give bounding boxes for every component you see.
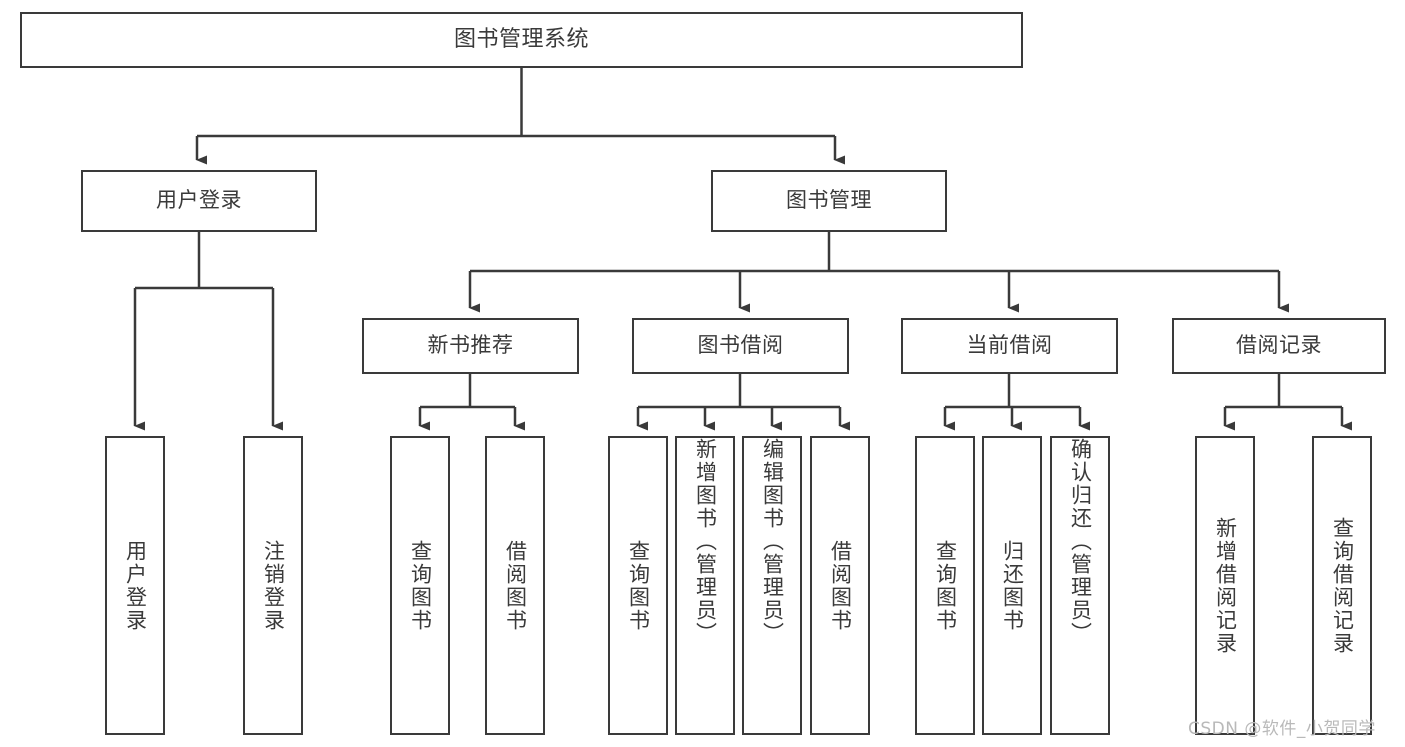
node-leaf-query-book-2[interactable]: 查询图书 (608, 436, 668, 735)
leaf-inner: 查询借阅记录 (1314, 438, 1370, 733)
node-leaf-query-book-1-label: 查询图书 (408, 539, 433, 632)
node-leaf-add-record-label: 新增借阅记录 (1213, 516, 1238, 655)
node-leaf-return-book[interactable]: 归还图书 (982, 436, 1042, 735)
leaf-inner: 编辑图书（管理员） (744, 438, 800, 733)
leaf-inner: 注销登录 (245, 438, 301, 733)
node-leaf-add-book[interactable]: 新增图书（管理员） (675, 436, 735, 735)
node-leaf-confirm-return-label: 确认归还（管理员） (1068, 438, 1093, 645)
node-leaf-query-book-2-label: 查询图书 (626, 539, 651, 632)
node-leaf-borrow-book-1[interactable]: 借阅图书 (485, 436, 545, 735)
node-leaf-query-book-3[interactable]: 查询图书 (915, 436, 975, 735)
leaf-inner: 新增图书（管理员） (677, 438, 733, 733)
node-leaf-user-logout[interactable]: 注销登录 (243, 436, 303, 735)
leaf-inner: 用户登录 (107, 438, 163, 733)
leaf-inner: 查询图书 (917, 438, 973, 733)
leaf-inner: 借阅图书 (812, 438, 868, 733)
node-book-borrow[interactable]: 图书借阅 (632, 318, 849, 374)
node-leaf-query-record[interactable]: 查询借阅记录 (1312, 436, 1372, 735)
node-borrow-record-label: 借阅记录 (1236, 333, 1322, 358)
leaf-inner: 借阅图书 (487, 438, 543, 733)
node-book-manage-label: 图书管理 (786, 188, 872, 213)
node-leaf-query-record-label: 查询借阅记录 (1330, 516, 1355, 655)
node-leaf-add-record[interactable]: 新增借阅记录 (1195, 436, 1255, 735)
leaf-inner: 确认归还（管理员） (1052, 438, 1108, 733)
node-leaf-add-book-label: 新增图书（管理员） (693, 438, 718, 645)
node-leaf-confirm-return[interactable]: 确认归还（管理员） (1050, 436, 1110, 735)
node-root-label: 图书管理系统 (453, 26, 589, 52)
node-leaf-borrow-book-2-label: 借阅图书 (828, 539, 853, 632)
node-new-book-recommend[interactable]: 新书推荐 (362, 318, 579, 374)
node-leaf-user-logout-label: 注销登录 (261, 539, 286, 632)
node-root[interactable]: 图书管理系统 (20, 12, 1023, 68)
node-leaf-borrow-book-2[interactable]: 借阅图书 (810, 436, 870, 735)
node-new-book-recommend-label: 新书推荐 (427, 333, 514, 358)
node-user-login[interactable]: 用户登录 (81, 170, 317, 232)
node-book-borrow-label: 图书借阅 (697, 333, 784, 358)
node-leaf-edit-book-label: 编辑图书（管理员） (760, 438, 785, 645)
node-leaf-user-login-label: 用户登录 (123, 539, 148, 632)
node-leaf-borrow-book-1-label: 借阅图书 (503, 539, 528, 632)
leaf-inner: 新增借阅记录 (1197, 438, 1253, 733)
leaf-inner: 查询图书 (610, 438, 666, 733)
node-borrow-record[interactable]: 借阅记录 (1172, 318, 1386, 374)
node-leaf-return-book-label: 归还图书 (1000, 539, 1025, 632)
node-leaf-edit-book[interactable]: 编辑图书（管理员） (742, 436, 802, 735)
node-user-login-label: 用户登录 (156, 188, 242, 213)
node-current-borrow-label: 当前借阅 (966, 333, 1053, 358)
node-leaf-user-login[interactable]: 用户登录 (105, 436, 165, 735)
leaf-inner: 归还图书 (984, 438, 1040, 733)
leaf-inner: 查询图书 (392, 438, 448, 733)
node-current-borrow[interactable]: 当前借阅 (901, 318, 1118, 374)
node-leaf-query-book-3-label: 查询图书 (933, 539, 958, 632)
node-book-manage[interactable]: 图书管理 (711, 170, 947, 232)
node-leaf-query-book-1[interactable]: 查询图书 (390, 436, 450, 735)
watermark-text: CSDN @软件_小贺同学 (1188, 719, 1376, 739)
